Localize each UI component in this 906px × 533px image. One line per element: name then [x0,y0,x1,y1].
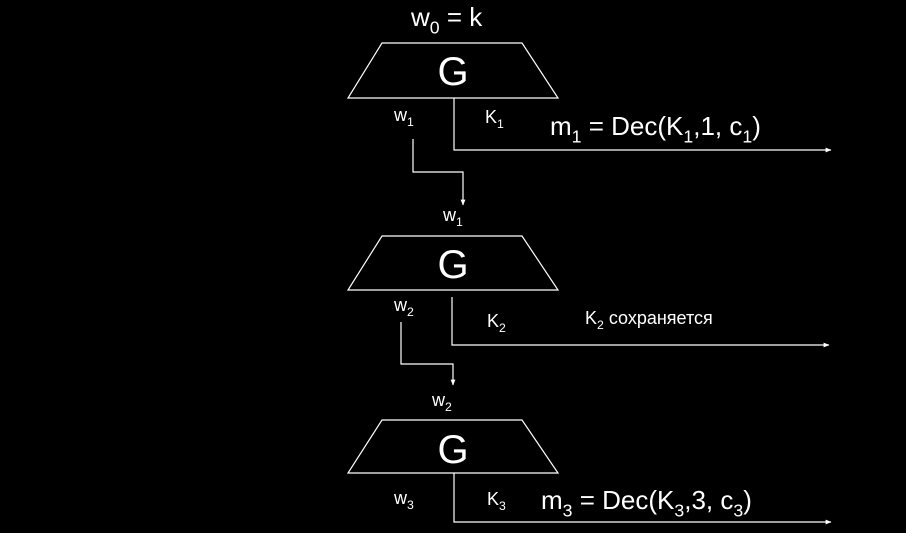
generator-3-trapezoid [346,419,560,474]
decrypt-m1-formula: m1 = Dec(K1,1, c1) [550,111,761,147]
generator-2-trapezoid [346,235,560,291]
seed-w2-input-label: w2 [432,390,452,415]
key-1-arrow [453,98,832,153]
generator-1-label: G [437,50,469,94]
seed-w3-label: w3 [394,488,414,513]
generator-2-label: G [437,243,469,287]
initial-seed-label: w0 = k [411,2,483,38]
generator-3-label: G [437,428,469,472]
key-3-arrow [453,473,832,525]
key-k1-label: K1 [485,107,504,132]
key-k2-label: K2 [487,311,506,336]
seed-w2-label: w2 [394,295,414,320]
key-k3-label: K3 [487,489,506,514]
decrypt-m3-formula: m3 = Dec(K3,3, c3) [541,485,752,521]
key-2-arrow [451,297,830,348]
key-k2-stored-note: K2 сохраняется [585,308,713,333]
seed-2-arrow [400,322,456,386]
seed-1-arrow [412,139,466,206]
seed-w1-label: w1 [394,105,414,130]
generator-1-trapezoid [346,42,560,99]
seed-w1-input-label: w1 [443,205,463,230]
